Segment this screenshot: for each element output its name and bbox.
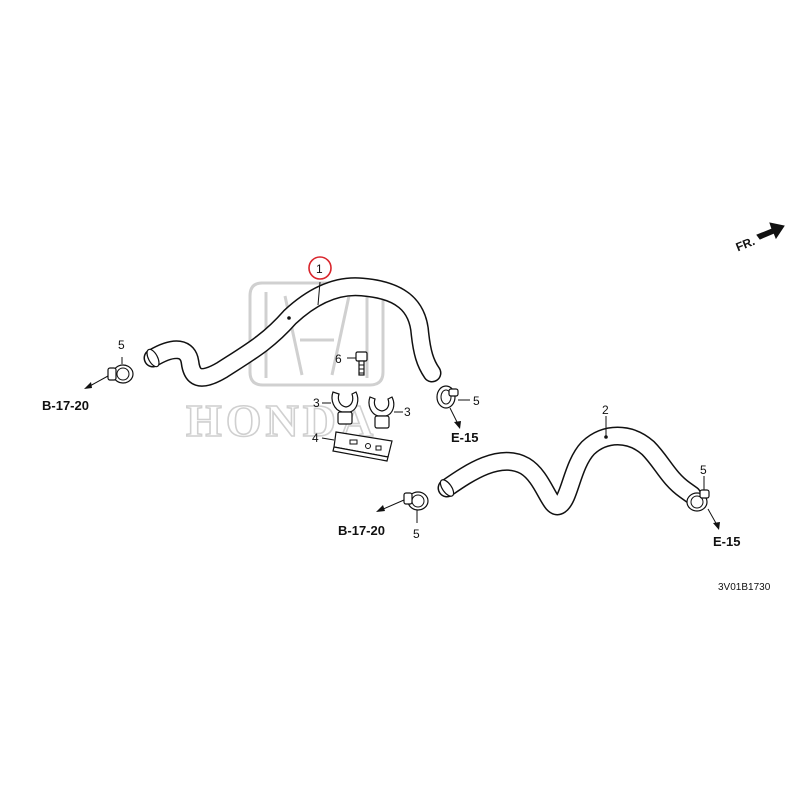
ref-arrow-lower-right [707,508,720,530]
ref-arrow-lower-left [376,499,405,512]
ref-arrow-upper-right [449,407,461,429]
callout-3-left[interactable]: 3 [313,396,320,410]
leader-lines [317,281,607,437]
callout-2[interactable]: 2 [602,403,609,417]
front-direction-indicator: FR. [734,222,785,254]
hose-1[interactable] [143,277,442,387]
clamp-upper-left[interactable] [107,357,134,384]
highlight-circle [308,256,332,280]
callout-5-upper-right[interactable]: 5 [473,394,480,408]
bolt-6[interactable] [347,351,368,376]
callout-5-lower-left[interactable]: 5 [413,527,420,541]
callout-5-upper-left[interactable]: 5 [118,338,125,352]
ref-e-15-lower[interactable]: E-15 [713,534,740,549]
ref-arrow-upper-left [84,375,109,389]
ref-b-17-20-upper[interactable]: B-17-20 [42,398,89,413]
clamp-lower-left[interactable] [403,491,429,523]
front-label: FR. [734,234,757,254]
clamp-lower-right[interactable] [686,476,710,512]
hose-2[interactable] [437,426,702,516]
bracket-4[interactable] [321,431,393,462]
ref-e-15-upper[interactable]: E-15 [451,430,478,445]
clamp-upper-right[interactable] [436,385,459,409]
callout-4[interactable]: 4 [312,431,319,445]
callout-6[interactable]: 6 [335,352,342,366]
diagram-code: 3V01B1730 [718,582,771,593]
ref-b-17-20-lower[interactable]: B-17-20 [338,523,385,538]
callout-5-lower-right[interactable]: 5 [700,463,707,477]
clip-3-left[interactable] [322,391,359,425]
callout-3-right[interactable]: 3 [404,405,411,419]
front-arrow-icon [756,222,785,240]
callout-1[interactable]: 1 [316,262,323,276]
clip-3-right[interactable] [368,396,403,429]
